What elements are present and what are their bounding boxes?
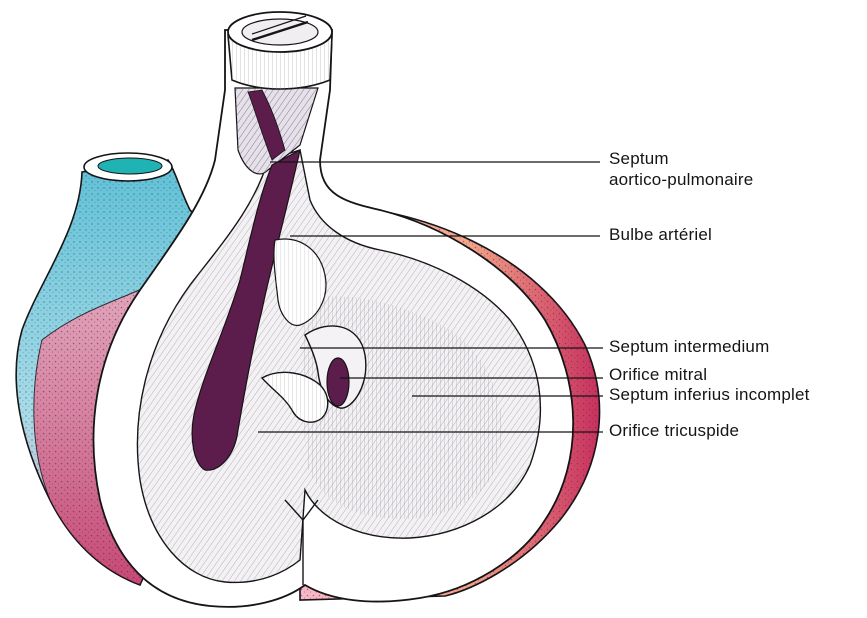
vessel-ring [228, 12, 332, 89]
label-line: Septum intermedium [609, 336, 769, 357]
label-line: Septum [609, 148, 753, 169]
label-line: Orifice mitral [609, 364, 707, 385]
label-line: aortico-pulmonaire [609, 169, 753, 190]
label-line: Orifice tricuspide [609, 420, 739, 441]
label-bulbe-arteriel: Bulbe artériel [609, 224, 712, 245]
label-septum-aortico-pulmonaire: Septum aortico-pulmonaire [609, 148, 753, 190]
label-septum-intermedium: Septum intermedium [609, 336, 769, 357]
label-line: Bulbe artériel [609, 224, 712, 245]
label-septum-inferius-incomplet: Septum inferius incomplet [609, 384, 810, 405]
label-orifice-tricuspide: Orifice tricuspide [609, 420, 739, 441]
vessel-opening [84, 153, 172, 181]
label-line: Septum inferius incomplet [609, 384, 810, 405]
label-orifice-mitral: Orifice mitral [609, 364, 707, 385]
